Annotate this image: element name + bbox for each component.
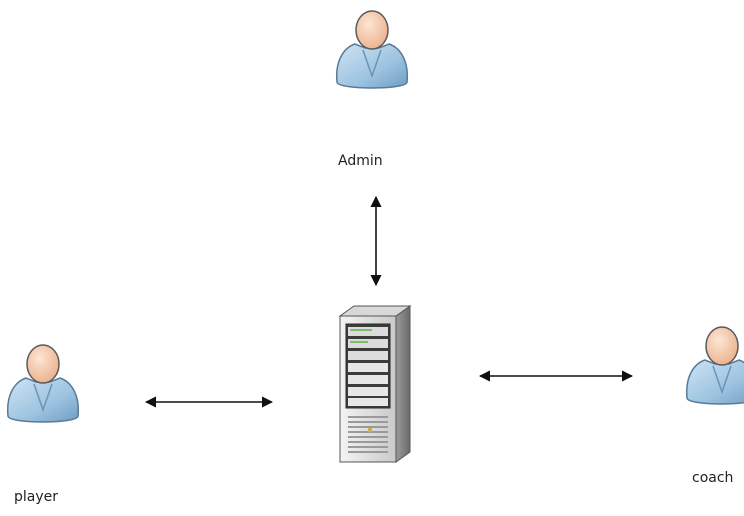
admin-user-icon — [335, 10, 409, 89]
coach-actor — [685, 326, 744, 405]
player-label: player — [14, 489, 59, 505]
server-tower-icon — [338, 305, 412, 463]
admin-label: Admin — [338, 153, 383, 169]
coach-label: coach — [692, 470, 734, 486]
admin-actor — [335, 10, 409, 89]
player-user-icon — [6, 344, 80, 423]
coach-user-icon — [685, 326, 744, 405]
player-actor — [6, 344, 80, 423]
